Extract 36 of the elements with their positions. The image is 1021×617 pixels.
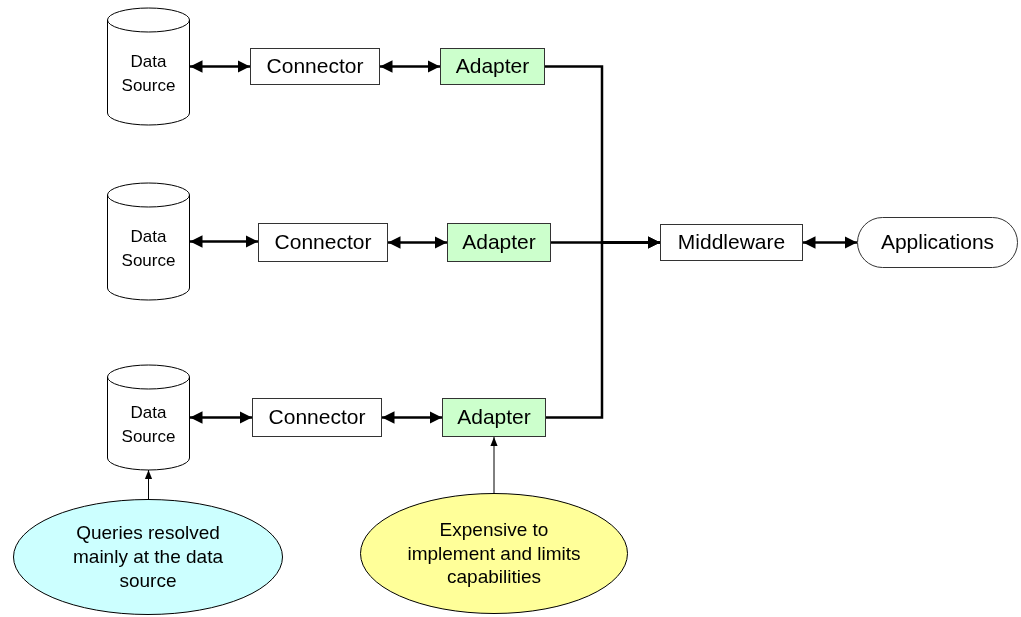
node-label: Queries resolved mainly at the data source [72,521,224,593]
arrow [382,411,442,424]
node-label: Middleware [677,229,786,256]
arrow [144,469,153,500]
arrow [190,60,250,73]
node-label: Data Source [120,225,177,272]
arrow [388,236,447,249]
arrow [546,236,660,419]
node-label: Connector [274,229,372,256]
process-box [442,398,546,437]
arrow [380,60,440,73]
database-cylinder [107,365,190,470]
node-label: Data Source [120,50,177,97]
node-label: Adapter [455,53,530,80]
node-label: Connector [268,404,366,431]
arrow [803,236,857,249]
note-ellipse [360,493,628,614]
terminal-box [857,217,1018,268]
database-cylinder [107,183,190,300]
node-label: Data Source [120,401,177,448]
process-box [258,223,388,262]
process-box [447,223,551,262]
process-box [252,398,382,437]
note-ellipse [13,499,283,615]
process-box [440,48,545,85]
arrow [190,411,252,424]
node-label: Adapter [462,229,536,256]
database-cylinder [107,8,190,125]
node-label: Expensive to implement and limits capabilities [406,517,582,590]
arrow [490,436,498,494]
arrow [190,235,258,248]
node-label: Connector [266,53,364,80]
node-label: Adapter [457,404,531,431]
node-label: Applications [880,229,995,256]
process-box [250,48,380,85]
process-box [660,224,803,261]
